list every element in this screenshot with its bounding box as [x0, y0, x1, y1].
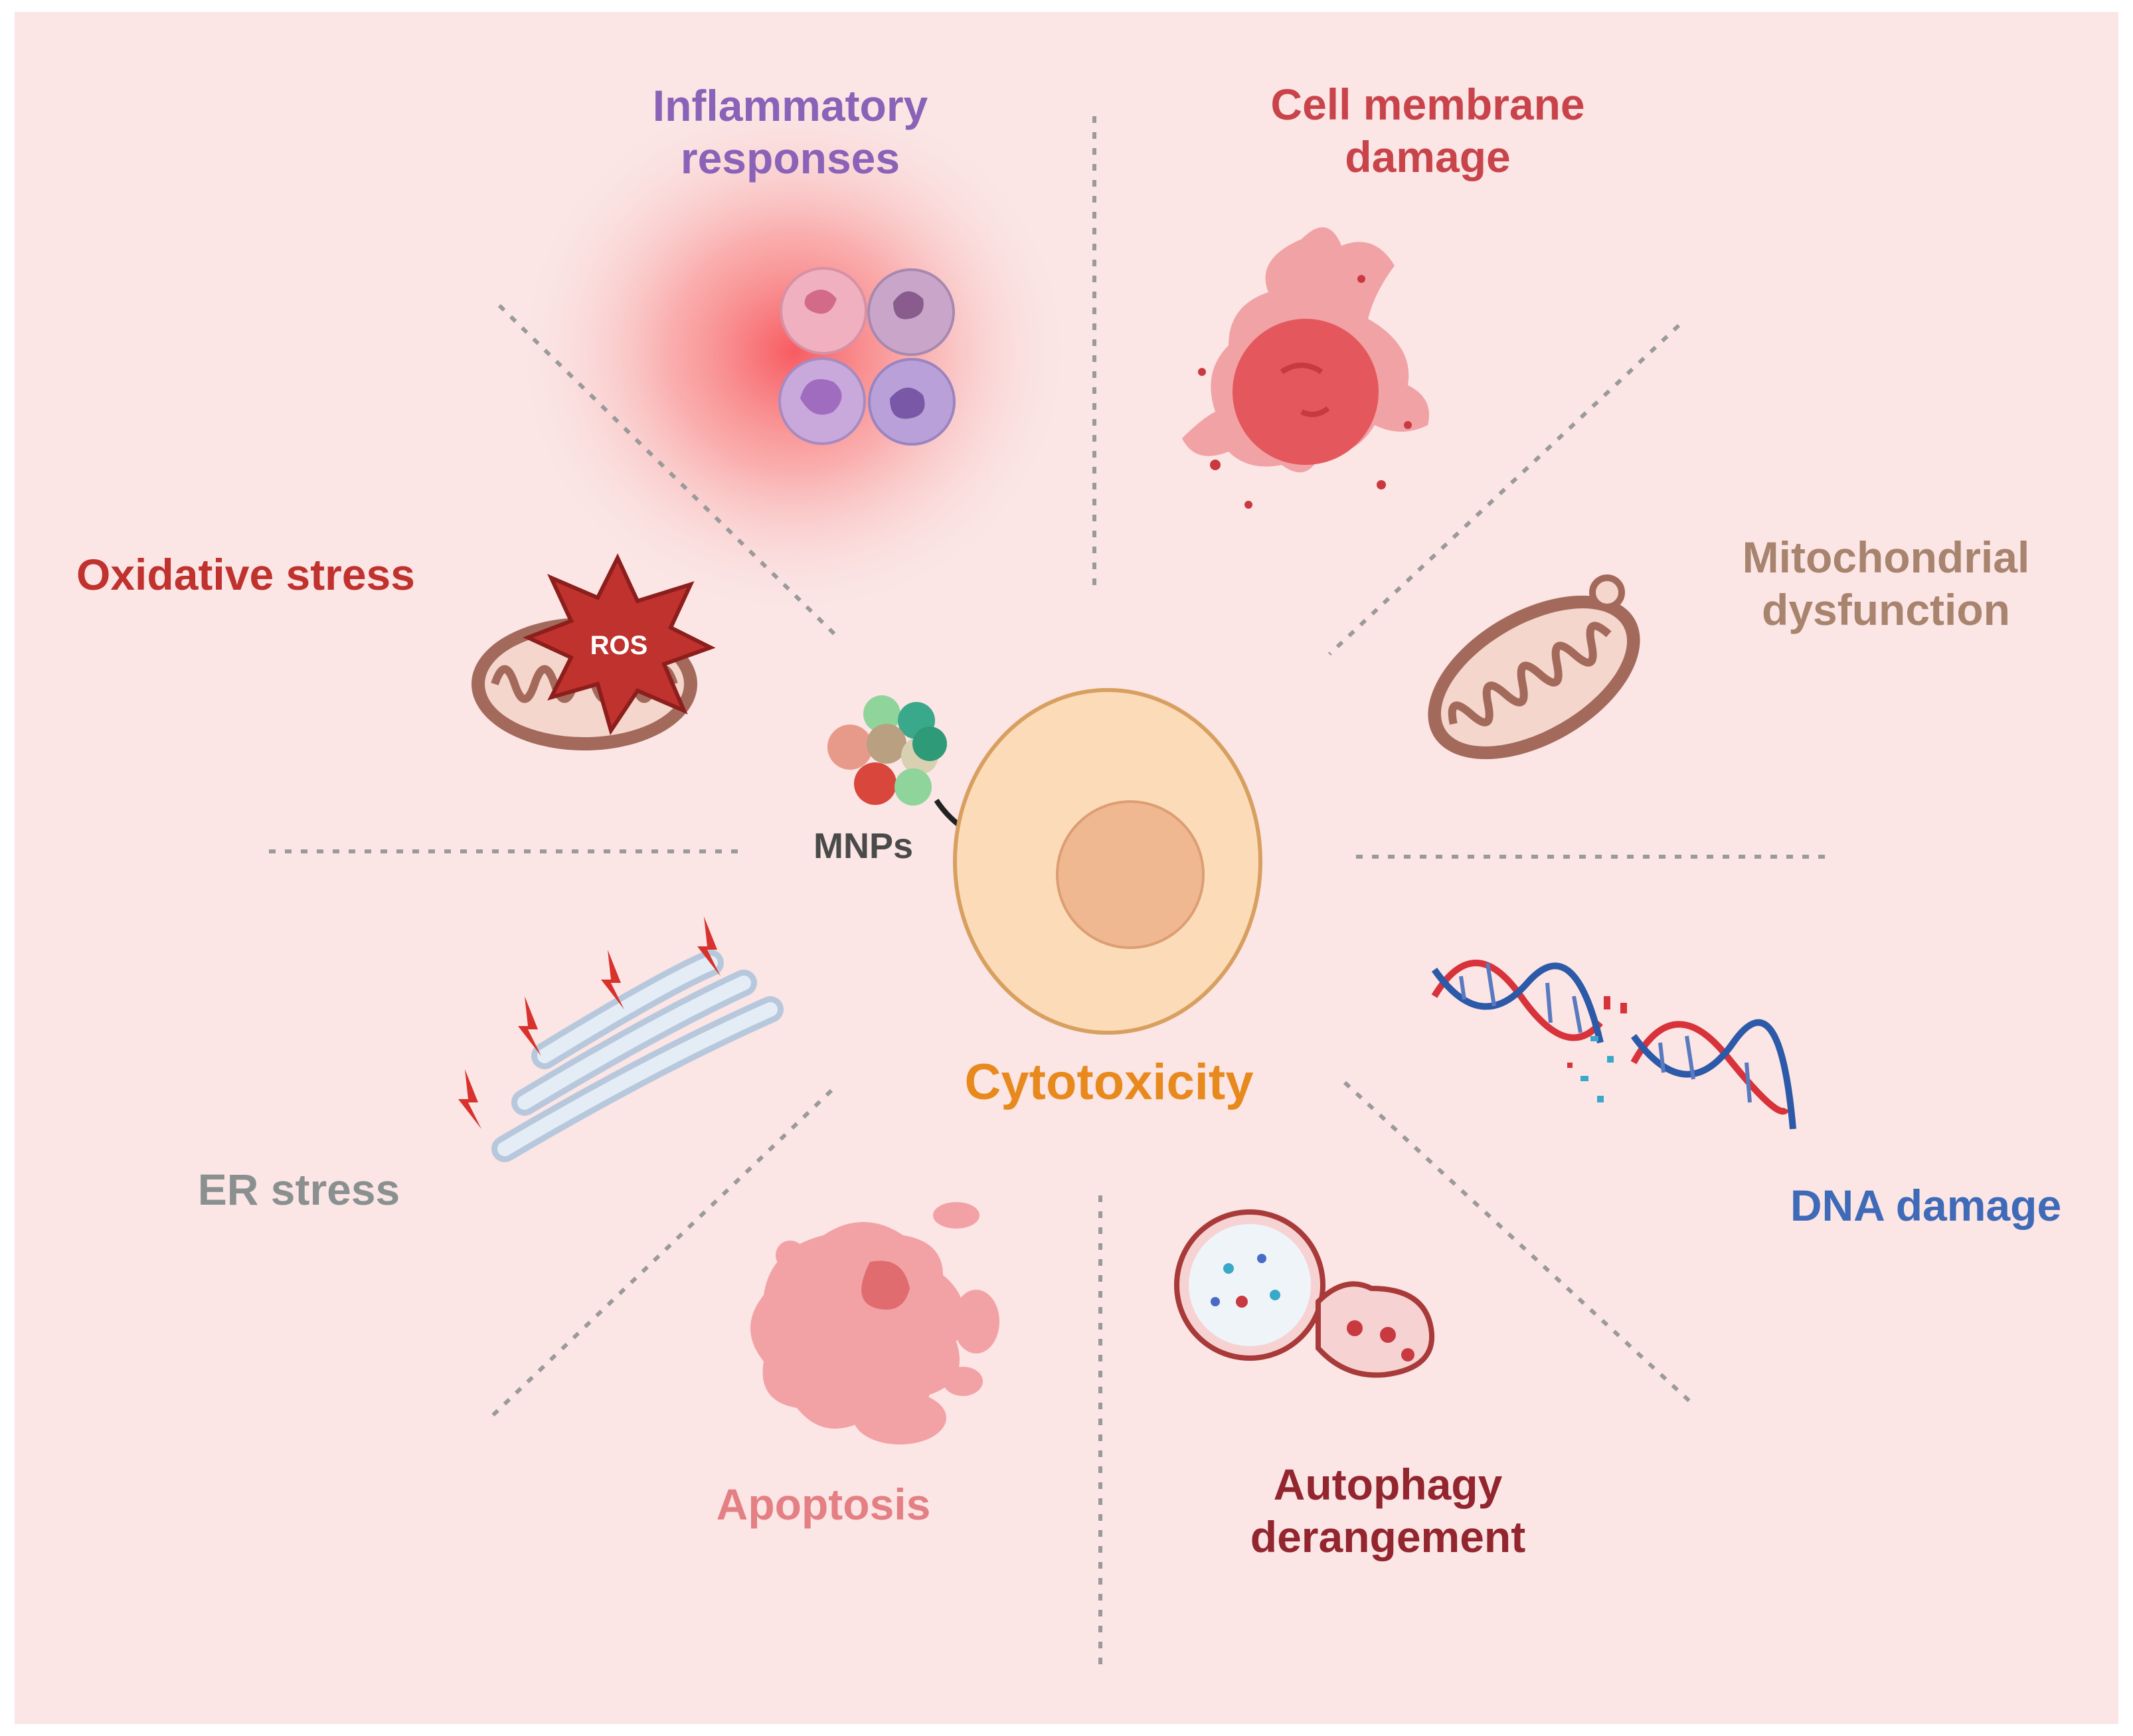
lightning-icon: [458, 1069, 481, 1129]
mnps-cluster-icon: [827, 695, 947, 806]
central-cell-icon: [953, 688, 1262, 1035]
mitochondrial-dysfunction-label: Mitochondrial dysfunction: [1742, 533, 2030, 635]
ros-burst-icon: [523, 553, 716, 736]
oxidative-stress-label: Oxidative stress: [76, 550, 415, 599]
inflammatory-responses-label: Inflammatory responses: [652, 81, 928, 183]
dna-fragments-icon: [1567, 996, 1627, 1102]
lightning-icon: [697, 916, 721, 976]
dna-helix-icon: [1431, 960, 1796, 1130]
dna-damage-label: DNA damage: [1790, 1181, 2062, 1230]
lightning-icons: [458, 916, 721, 1129]
apoptotic-bodies-icon: [750, 1202, 999, 1444]
damaged-cell-icon: [1182, 227, 1429, 509]
ros-label: ROS: [590, 631, 648, 660]
divider-line: [1327, 323, 1681, 656]
divider-lines: [269, 116, 1832, 1667]
lightning-icon: [601, 950, 624, 1009]
endoplasmic-reticulum-icon: [491, 950, 784, 1162]
mitochondrion-icon: [1428, 595, 1640, 760]
lightning-icon: [518, 996, 541, 1056]
leukocyte-cluster-icon: [778, 267, 956, 446]
autophagy-derangement-label: Autophagy derangement: [1250, 1460, 1526, 1562]
er-stress-label: ER stress: [197, 1165, 400, 1214]
inflammation-glow: [515, 86, 1072, 618]
cell-membrane-damage-label: Cell membrane damage: [1270, 80, 1585, 182]
apoptosis-label: Apoptosis: [716, 1480, 931, 1529]
cytotoxicity-label: Cytotoxicity: [964, 1054, 1254, 1110]
mitochondrion-bud-icon: [1589, 574, 1625, 610]
autophagosome-icon: [1174, 1209, 1435, 1378]
mnps-label: MNPs: [813, 826, 914, 866]
